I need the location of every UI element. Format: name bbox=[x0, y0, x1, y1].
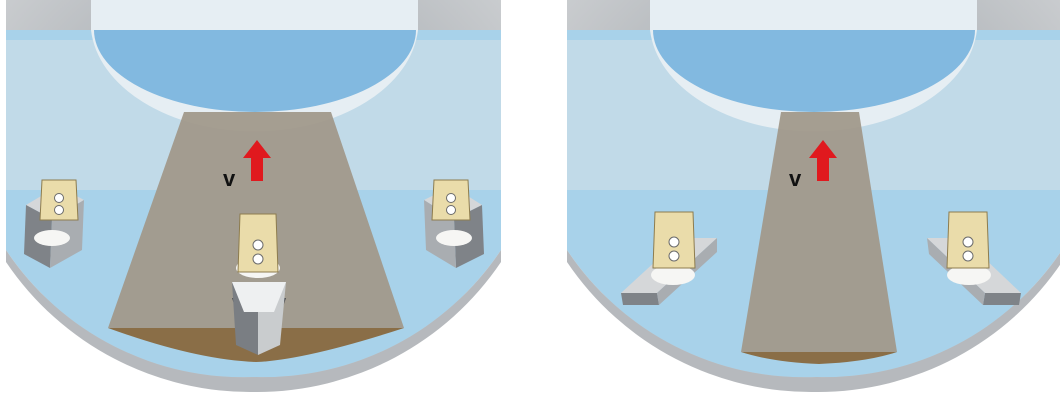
right-diagram: v bbox=[567, 0, 1060, 408]
velocity-label: v bbox=[789, 166, 802, 191]
left-diagram: v bbox=[6, 0, 501, 408]
right-panel: v bbox=[567, 0, 1060, 408]
left-panel: v bbox=[6, 0, 501, 408]
velocity-label: v bbox=[223, 166, 236, 191]
